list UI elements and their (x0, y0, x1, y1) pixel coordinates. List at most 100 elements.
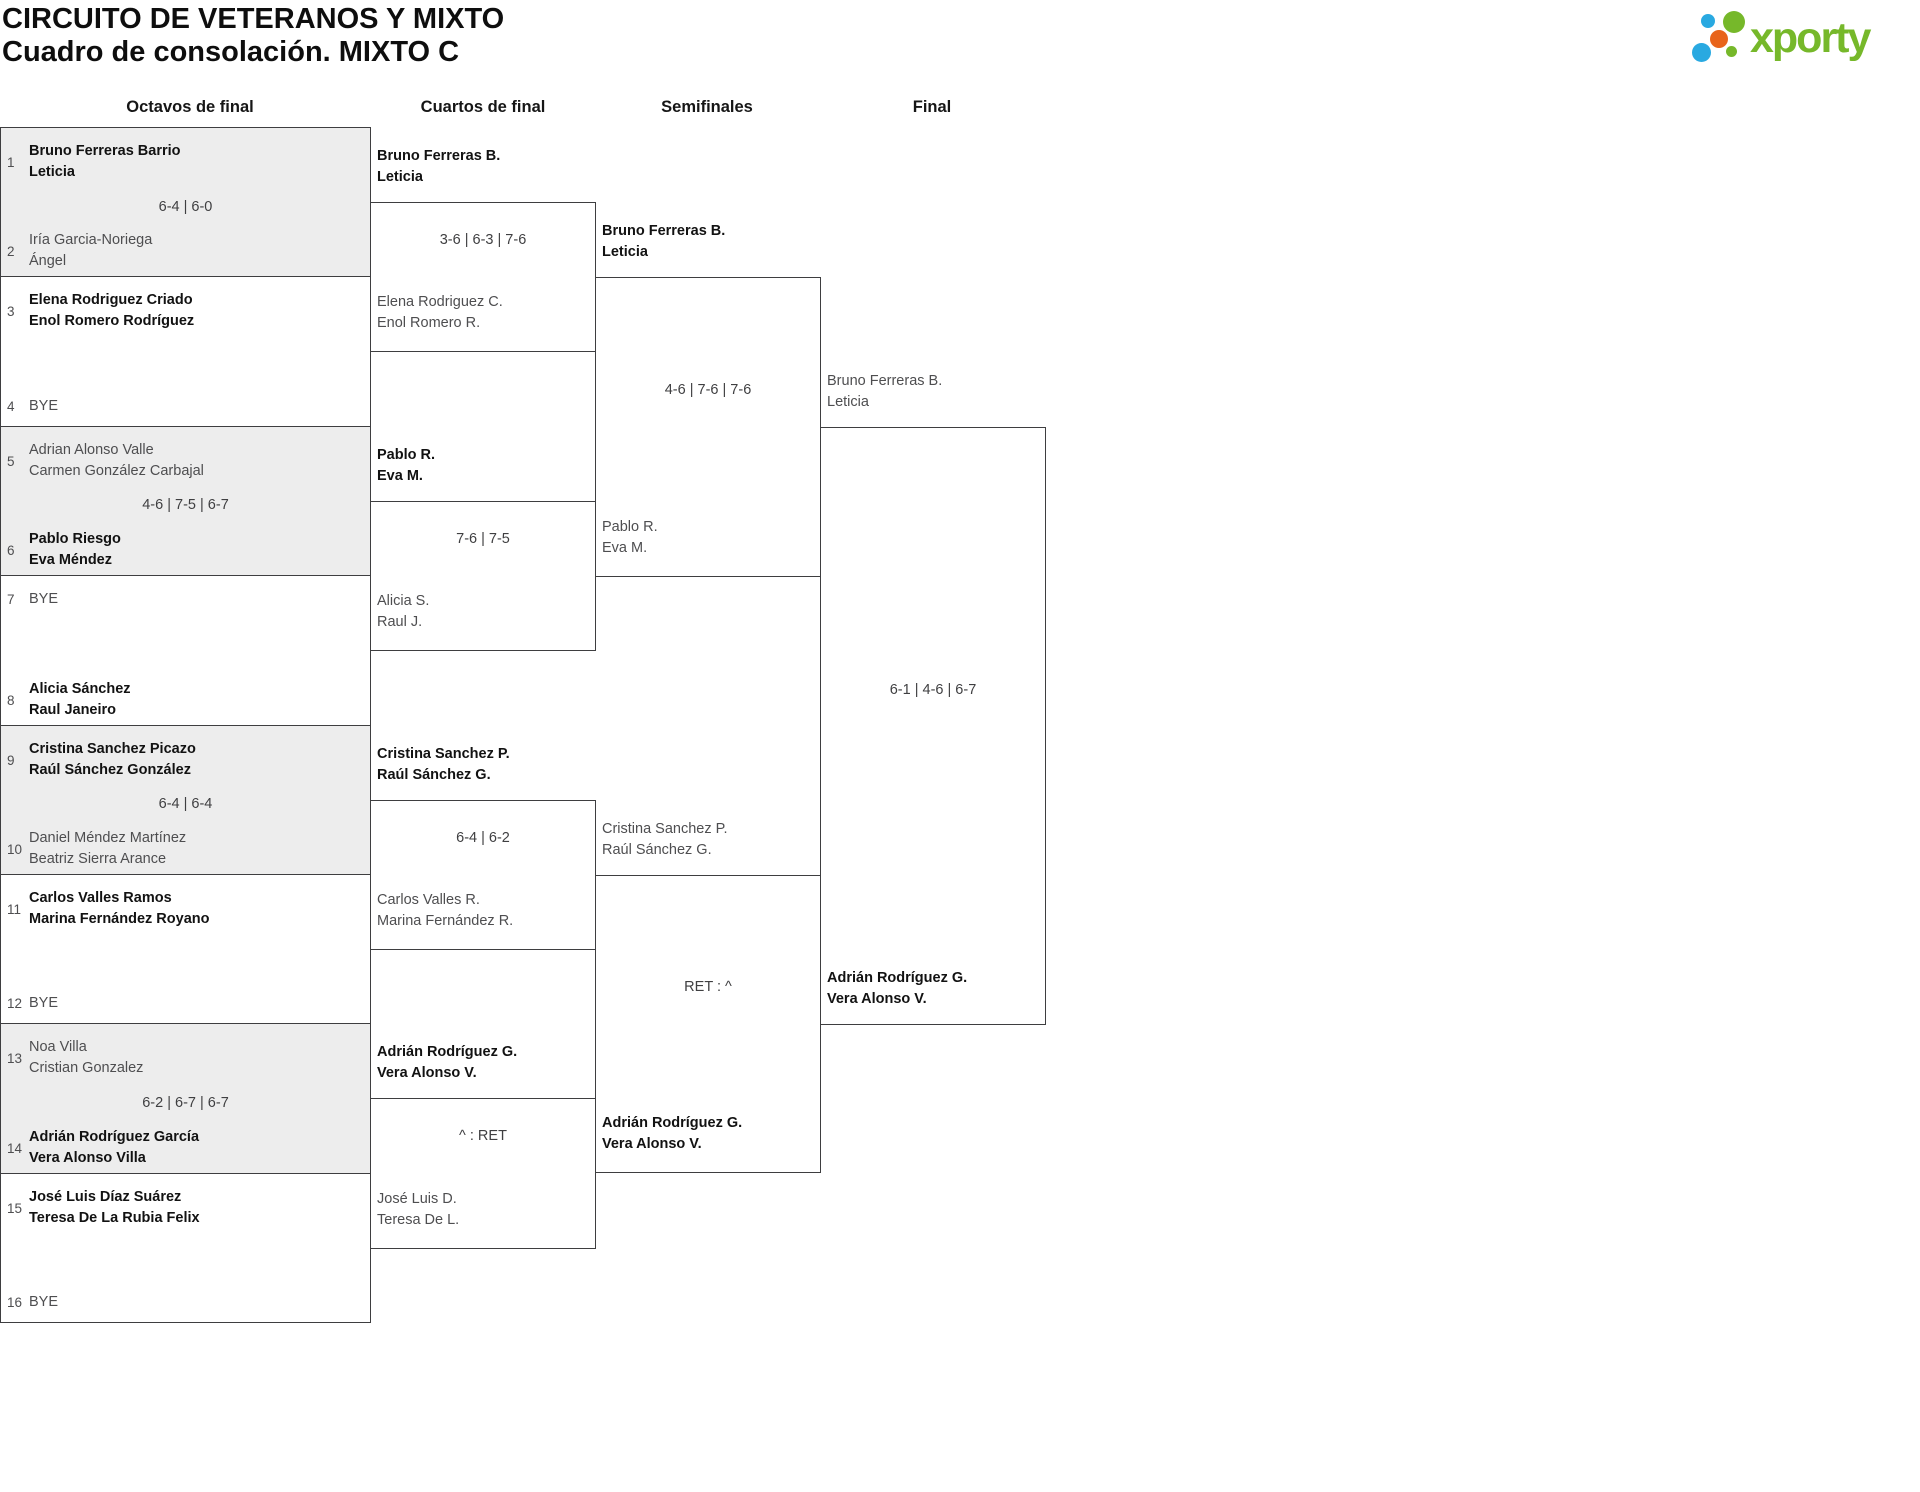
team-name-line: Alicia S. (377, 593, 430, 609)
sf-match-2-box (595, 875, 821, 1173)
team-name-line: Leticia (377, 169, 423, 185)
sf-match-1-box (595, 277, 821, 577)
team-name-line: Enol Romero Rodríguez (29, 313, 195, 329)
logo-wordmark: xporty (1750, 14, 1871, 62)
team-name-line: Pablo R. (602, 519, 658, 535)
r16-match-7-box (0, 1023, 371, 1174)
eliminated-team: Cristina Sanchez P.Raúl Sánchez G. (602, 819, 727, 861)
eliminated-team: Alicia S. Raul J. (377, 591, 429, 633)
qf-match-1-box (370, 202, 596, 352)
team-name-line: Cristian Gonzalez (29, 1060, 144, 1076)
team-name-line: Enol Romero R. (377, 315, 481, 331)
match-score: RET : ^ (684, 979, 732, 995)
team-name-line: Teresa De L. (377, 1212, 460, 1228)
advancing-team: Pablo R.Eva M. (377, 445, 435, 487)
advancing-team: Bruno Ferreras B. Leticia (602, 221, 725, 263)
team-name-line: Elena Rodriguez Criado (29, 292, 193, 308)
match-score: 6-2 | 6-7 | 6-7 (142, 1095, 229, 1111)
team-name-line: Daniel Méndez Martínez (29, 830, 187, 846)
eliminated-team: Carlos Valles R.Marina Fernández R. (377, 890, 513, 932)
champion-team: Adrián Rodríguez G. Vera Alonso V. (827, 968, 967, 1010)
match-score: 6-4 | 6-4 (158, 796, 213, 812)
match-score: 3-6 | 6-3 | 7-6 (439, 232, 527, 248)
round-header-semifinales: Semifinales (661, 98, 753, 116)
team-name-line: Elena Rodriguez C. (377, 294, 503, 310)
team-name-line: Adrián Rodríguez García (29, 1129, 200, 1145)
team-name-line: Adrián Rodríguez G. (827, 970, 968, 986)
seed-number: 5 (7, 453, 15, 469)
final-match-box (820, 427, 1046, 1025)
qf-match-2-box (370, 501, 596, 651)
eliminated-team: Elena Rodriguez C. Enol Romero R. (377, 292, 503, 334)
match-score: 6-1 | 4-6 | 6-7 (889, 682, 977, 698)
seed-number: 4 (7, 399, 15, 414)
team-name-line: Marina Fernández R. (377, 913, 514, 929)
team-name-line: Adrián Rodríguez G. (377, 1044, 518, 1060)
team-name-line: Pablo Riesgo (29, 531, 121, 547)
r16-match-2-box (0, 276, 371, 427)
page-title: CIRCUITO DE VETERANOS Y MIXTO (2, 3, 505, 35)
seed-number: 2 (7, 243, 15, 259)
team-name-line: Eva M. (602, 540, 648, 556)
seed-number: 11 (7, 901, 22, 917)
team-entry-seed-12: 12 BYE (7, 993, 58, 1014)
team-entry-seed-16: 16 BYE (7, 1292, 58, 1313)
team-name-line: Raúl Sánchez G. (602, 842, 712, 858)
eliminated-team: José Luis D. Teresa De L. (377, 1189, 459, 1231)
team-name-line: Adrián Rodríguez G. (602, 1115, 743, 1131)
seed-number: 8 (7, 692, 15, 708)
xporty-logo[interactable]: xporty (1685, 0, 1920, 72)
r16-match-8-box (0, 1173, 371, 1323)
team-name-line: Raúl Sánchez G. (377, 767, 491, 783)
logo-dot-orange (1710, 30, 1728, 48)
team-name-line: Bruno Ferreras B. (602, 223, 726, 239)
r16-match-4-box (0, 575, 371, 726)
team-name-line: Carmen González Carbajal (29, 463, 204, 479)
seed-number: 1 (7, 154, 15, 170)
team-name-line: Vera Alonso V. (377, 1065, 477, 1081)
match-score: 4-6 | 7-5 | 6-7 (142, 497, 229, 513)
seed-number: 6 (7, 542, 15, 558)
team-name-line: Teresa De La Rubia Felix (29, 1210, 200, 1226)
page-subtitle: Cuadro de consolación. MIXTO C (2, 36, 460, 68)
team-name-line: Iría Garcia-Noriega (29, 232, 153, 248)
team-name-line: Raul Janeiro (29, 702, 117, 718)
team-name-line: Eva M. (377, 468, 423, 484)
seed-number: 16 (7, 1295, 23, 1310)
r16-match-1-box (0, 127, 371, 277)
team-name-line: BYE (29, 995, 59, 1011)
advancing-team: Adrián Rodríguez G. Vera Alonso V. (377, 1042, 517, 1084)
team-name-line: Leticia (602, 244, 648, 260)
seed-number: 10 (7, 841, 23, 857)
team-name-line: Adrian Alonso Valle (29, 442, 154, 458)
team-name-line: Bruno Ferreras B. (377, 148, 501, 164)
match-score: ^ : RET (459, 1128, 507, 1144)
team-name-line: Bruno Ferreras B. (827, 373, 943, 389)
team-name-line: Marina Fernández Royano (29, 911, 210, 927)
team-name-line: Leticia (29, 164, 75, 180)
match-score: 6-4 | 6-2 (456, 830, 510, 846)
team-entry-seed-7: 7 BYE (7, 589, 58, 610)
logo-dot-blue-small (1701, 14, 1715, 28)
team-name-line: Raúl Sánchez González (29, 762, 191, 778)
match-score: 7-6 | 7-5 (456, 531, 510, 547)
match-score: 6-4 | 6-0 (158, 199, 213, 215)
team-name-line: Vera Alonso V. (827, 991, 927, 1007)
r16-match-6-box (0, 874, 371, 1024)
advancing-team: Cristina Sanchez P.Raúl Sánchez G. (377, 744, 510, 786)
team-name-line: José Luis D. (377, 1191, 457, 1207)
team-name-line: Raul J. (377, 614, 423, 630)
team-name-line: Eva Méndez (29, 552, 112, 568)
team-name-line: Bruno Ferreras Barrio (29, 143, 181, 159)
eliminated-team: Pablo R. Eva M. (602, 517, 658, 559)
logo-dot-green-small (1726, 46, 1737, 57)
seed-number: 12 (7, 996, 23, 1011)
